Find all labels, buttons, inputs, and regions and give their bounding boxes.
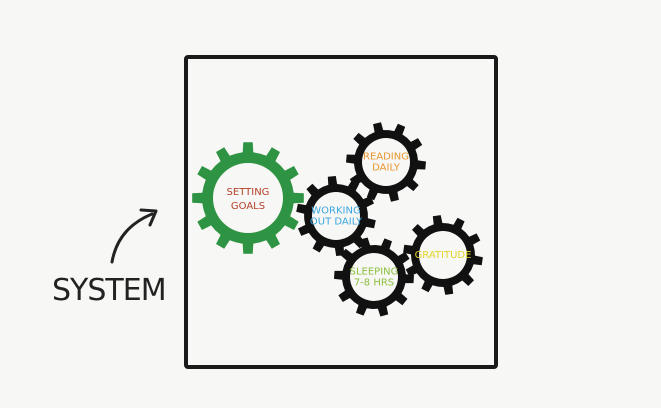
- gear-label: GRATITUDE: [415, 250, 472, 261]
- gear-center: [213, 163, 283, 233]
- gear-center: [350, 253, 398, 301]
- system-label: SYSTEM: [52, 273, 166, 308]
- gear-label: READING: [363, 151, 409, 162]
- gear-label: SETTING: [227, 187, 270, 198]
- gear-label: WORKING: [311, 205, 360, 216]
- gear-label: SLEEPING: [350, 266, 399, 277]
- system-box: [184, 55, 498, 369]
- gear-center: [419, 231, 467, 279]
- gear-center: [312, 192, 360, 240]
- gear-label: OUT DAILY: [310, 216, 363, 227]
- gear-gratitude: GRATITUDE: [403, 215, 483, 295]
- gear-center: [362, 138, 410, 186]
- arrow-head-icon: [139, 208, 158, 227]
- arrow-icon: [110, 212, 154, 264]
- gear-setting-goals: SETTING GOALS: [192, 142, 304, 254]
- gear-label: GOALS: [231, 201, 265, 212]
- gear-label: 7-8 HRS: [354, 277, 394, 288]
- gear-label: DAILY: [372, 162, 401, 173]
